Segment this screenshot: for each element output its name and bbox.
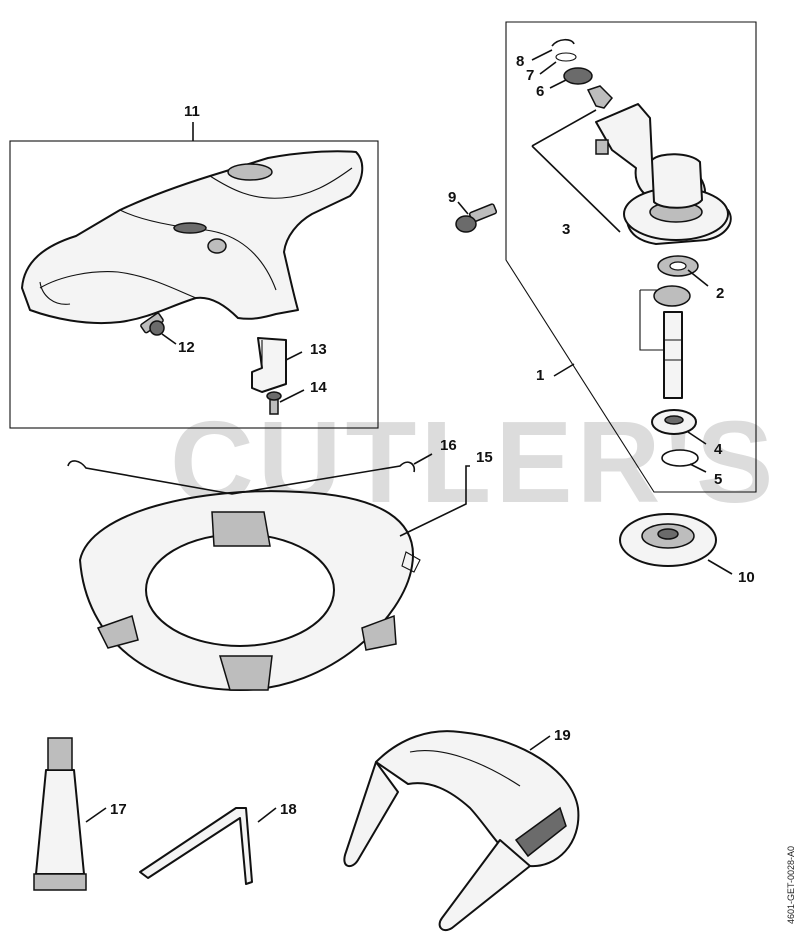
screw-14-part <box>266 391 282 415</box>
housing-contour-1 <box>39 271 197 299</box>
leader-7 <box>539 61 557 75</box>
leader-16 <box>413 453 433 465</box>
bolt-9-part <box>455 203 498 233</box>
leader-12 <box>161 333 177 345</box>
grease-tube-17-part <box>33 737 87 891</box>
housing-badge <box>227 163 273 181</box>
deflector-assembly-group <box>9 122 379 429</box>
circlip-8-part <box>551 38 575 47</box>
callout-17: 17 <box>110 801 127 818</box>
deflector-housing-part <box>21 150 364 325</box>
leader-18 <box>257 807 277 823</box>
callout-4: 4 <box>714 441 723 458</box>
leader-3b <box>531 145 621 233</box>
leader-10 <box>707 559 733 575</box>
callout-1: 1 <box>536 367 544 384</box>
callout-6: 6 <box>536 83 544 100</box>
gearhead-assembly-box <box>505 21 757 493</box>
housing-contour-4 <box>39 281 71 305</box>
leader-14 <box>279 389 305 403</box>
leader-8 <box>531 49 553 61</box>
wire-16-part <box>67 460 416 495</box>
callout-7: 7 <box>526 67 534 84</box>
safety-glasses-19-part <box>343 730 580 932</box>
leader-6 <box>549 79 567 89</box>
callout-19: 19 <box>554 727 571 744</box>
leader-4 <box>687 431 707 445</box>
callout-2: 2 <box>716 285 724 302</box>
leader-9 <box>457 201 469 215</box>
callout-18: 18 <box>280 801 297 818</box>
housing-contour-3 <box>209 167 353 199</box>
callout-3: 3 <box>562 221 570 238</box>
screw-12-part <box>140 312 165 336</box>
callout-15: 15 <box>476 449 493 466</box>
gearhead-assembly-group <box>505 21 757 493</box>
leader-13 <box>285 351 303 361</box>
gearhead-grease-port <box>595 139 609 155</box>
callout-12: 12 <box>178 339 195 356</box>
callout-16: 16 <box>440 437 457 454</box>
callout-5: 5 <box>714 471 722 488</box>
hex-key-18-part <box>139 807 253 885</box>
leader-5 <box>689 463 707 473</box>
bevel-gear-part <box>653 285 691 307</box>
guard-ring-15-part <box>79 490 421 691</box>
callout-10: 10 <box>738 569 755 586</box>
callout-8: 8 <box>516 53 524 70</box>
housing-contour-2 <box>119 209 277 291</box>
pinion-gear-part <box>586 85 614 109</box>
document-id: 4601-GET-0028-A0 <box>786 846 796 924</box>
leader-15 <box>399 465 470 537</box>
circlip-5-part <box>661 449 699 467</box>
spindle-shaft-part <box>663 311 683 399</box>
deflector-assembly-box <box>9 140 379 429</box>
housing-logo-plate <box>173 222 207 234</box>
leader-19 <box>529 735 551 751</box>
leader-17 <box>85 807 107 823</box>
callout-13: 13 <box>310 341 327 358</box>
bracket-gear-shaft <box>639 290 664 351</box>
thrust-plate-10-part <box>619 513 717 567</box>
leader-3a <box>531 109 597 147</box>
circlip-7-part <box>555 52 577 62</box>
gearhead-spindle-housing <box>651 153 703 209</box>
leader-1 <box>553 363 575 377</box>
bearing-6-part <box>563 67 593 85</box>
clip-13-part <box>251 337 287 393</box>
callout-14: 14 <box>310 379 327 396</box>
housing-boss <box>207 238 227 254</box>
leader-2 <box>687 269 709 287</box>
callout-9: 9 <box>448 189 456 206</box>
callout-11: 11 <box>184 103 200 120</box>
